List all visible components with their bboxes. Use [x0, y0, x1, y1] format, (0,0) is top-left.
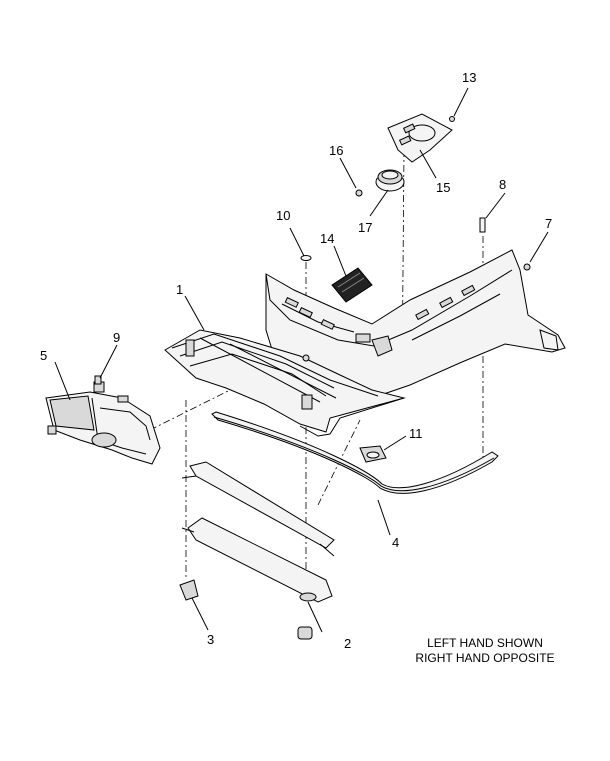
- callout-13: 13: [462, 70, 476, 85]
- part-14-pad: [331, 267, 373, 303]
- part-3-clip: [179, 579, 199, 601]
- callout-17: 17: [358, 220, 372, 235]
- part-4-seal-strip: [211, 411, 499, 494]
- part-13-screw: [449, 116, 455, 122]
- tray-liner: [181, 461, 335, 557]
- callout-11: 11: [409, 426, 423, 441]
- callout-1: 1: [176, 282, 183, 297]
- part-16-fastener: [355, 189, 363, 197]
- part-5-end-cap: [45, 381, 161, 465]
- part-7-screw: [523, 263, 531, 271]
- callout-labels: 1 2 3 4 5 7 8 9 10 11 13 14 15 16 17: [40, 70, 552, 651]
- part-10-clip: [300, 255, 312, 261]
- part-15-bracket: [387, 113, 453, 163]
- leader-lines: [54, 87, 549, 633]
- callout-16: 16: [329, 143, 343, 158]
- part-17-grommet: [375, 169, 405, 192]
- callout-10: 10: [276, 208, 290, 223]
- part-8-pin: [479, 217, 486, 233]
- callout-7: 7: [545, 216, 552, 231]
- callout-15: 15: [436, 180, 450, 195]
- callout-5: 5: [40, 348, 47, 363]
- callout-2: 2: [344, 636, 351, 651]
- part-11-connector: [359, 445, 387, 463]
- callout-3: 3: [207, 632, 214, 647]
- callout-9: 9: [113, 330, 120, 345]
- part-2-lower-tray: [181, 517, 333, 640]
- orientation-note-line-1: LEFT HAND SHOWN: [427, 636, 543, 650]
- part-9-clip: [94, 375, 102, 385]
- part-1-panel-assembly: [164, 249, 566, 437]
- callout-8: 8: [499, 177, 506, 192]
- orientation-note-line-2: RIGHT HAND OPPOSITE: [415, 651, 555, 665]
- callout-14: 14: [320, 231, 334, 246]
- callout-4: 4: [392, 535, 399, 550]
- orientation-note: LEFT HAND SHOWN RIGHT HAND OPPOSITE: [400, 636, 570, 666]
